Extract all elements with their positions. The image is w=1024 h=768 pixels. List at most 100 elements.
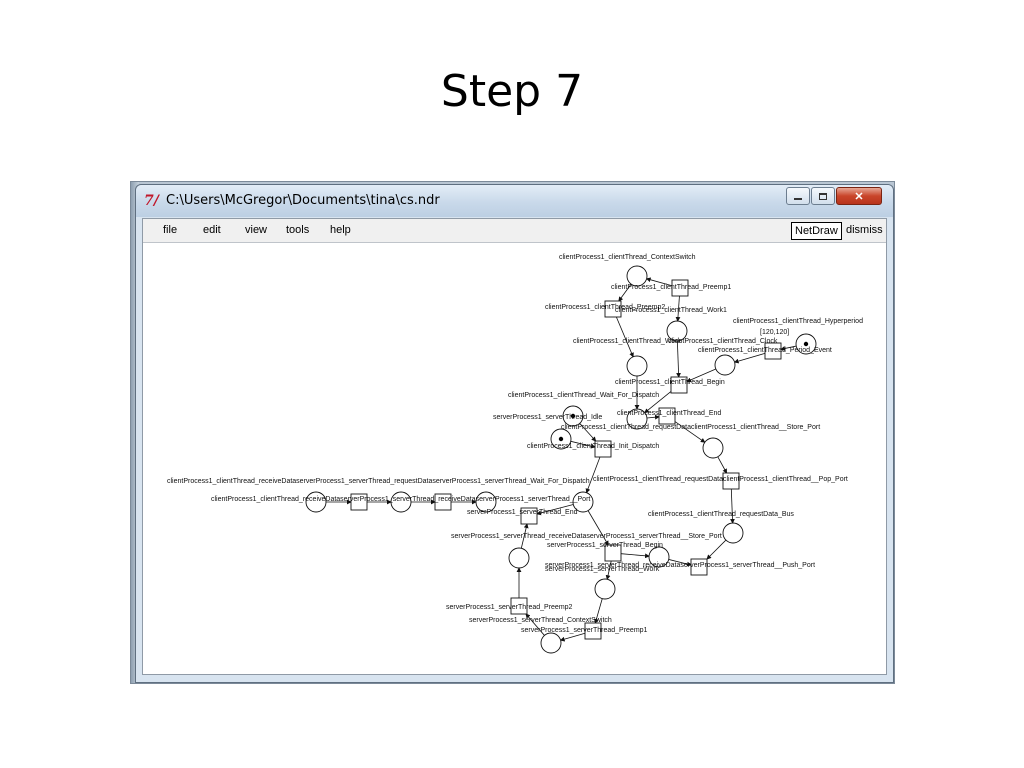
net-place[interactable] <box>572 491 594 513</box>
net-label: clientProcess1_clientThread_ContextSwitc… <box>559 254 696 261</box>
net-transition[interactable] <box>658 407 676 425</box>
place-token <box>570 413 576 419</box>
net-arc <box>780 345 797 351</box>
net-arc <box>733 352 766 364</box>
menubar: file edit view tools help NetDraw dismis… <box>143 219 886 243</box>
net-arc <box>675 295 681 322</box>
net-arc <box>536 504 574 516</box>
net-label: serverProcess1_serverThread_receiveDatas… <box>451 533 722 540</box>
net-arc <box>615 316 634 358</box>
close-icon: ✕ <box>854 190 864 203</box>
net-canvas[interactable]: clientProcess1_clientThread_ContextSwitc… <box>143 243 886 674</box>
menu-edit[interactable]: edit <box>203 224 221 236</box>
net-arc <box>644 391 672 414</box>
net-transition[interactable] <box>690 558 708 576</box>
net-arc <box>717 456 728 474</box>
net-arc <box>620 553 650 559</box>
net-arc <box>618 283 632 302</box>
minimize-button[interactable] <box>786 187 810 205</box>
net-transition[interactable] <box>604 300 622 318</box>
net-place[interactable] <box>702 437 724 459</box>
net-label: clientProcess1_clientThread_receiveDatas… <box>211 496 590 503</box>
net-label: clientProcess1_clientThread_Preemp2 <box>545 304 665 311</box>
minimize-icon <box>794 197 802 200</box>
net-place[interactable] <box>508 547 530 569</box>
net-transition[interactable] <box>434 493 452 511</box>
net-label: serverProcess1_serverThread_Idle <box>493 414 602 421</box>
net-arc <box>587 510 609 546</box>
net-place[interactable] <box>305 491 327 513</box>
net-place[interactable] <box>722 522 744 544</box>
net-arc <box>646 414 660 420</box>
net-transition[interactable] <box>510 597 528 615</box>
screenshot-frame: 7/ C:\Users\McGregor\Documents\tina\cs.n… <box>130 181 895 684</box>
menu-help[interactable]: help <box>330 224 351 236</box>
net-place[interactable] <box>540 632 562 654</box>
net-place[interactable] <box>626 265 648 287</box>
net-label: serverProcess1_serverThread_receiveDatas… <box>545 562 815 569</box>
net-arc <box>559 632 586 642</box>
net-label: clientProcess1_clientThread_End <box>617 410 721 417</box>
net-label: [120,120] <box>760 329 789 336</box>
net-arc <box>525 613 545 636</box>
net-transition[interactable] <box>604 544 622 562</box>
close-button[interactable]: ✕ <box>836 187 882 205</box>
net-label: clientProcess1_clientThread_Preemp1 <box>611 284 731 291</box>
slide-title: Step 7 <box>440 66 584 117</box>
place-token <box>803 341 809 347</box>
window-title: C:\Users\McGregor\Documents\tina\cs.ndr <box>166 193 440 208</box>
net-arc <box>706 539 727 560</box>
net-label: serverProcess1_serverThread_End <box>467 509 578 516</box>
net-place[interactable] <box>626 408 648 430</box>
window-client: file edit view tools help NetDraw dismis… <box>142 218 887 675</box>
net-label: serverProcess1_serverThread_Begin <box>547 542 663 549</box>
net-arc <box>605 560 612 581</box>
dismiss-button[interactable]: dismiss <box>846 224 883 236</box>
net-label: serverProcess1_serverThread_Preemp2 <box>446 604 573 611</box>
net-label: clientProcess1_clientThread_Period_Event <box>698 347 832 354</box>
net-arc <box>686 368 716 383</box>
net-place[interactable] <box>666 320 688 342</box>
menu-file[interactable]: file <box>163 224 178 236</box>
net-label: clientProcess1_clientThread_Begin <box>615 379 725 386</box>
net-label: serverProcess1_serverThread_Preemp1 <box>521 627 648 634</box>
net-transition[interactable] <box>671 279 689 297</box>
net-label: clientProcess1_clientThread_Wait_For_Dis… <box>508 392 659 399</box>
net-transition[interactable] <box>584 622 602 640</box>
net-arc <box>520 523 529 549</box>
net-label: clientProcess1_clientThread_Work1 <box>615 307 727 314</box>
net-label: clientProcess1_clientThread_requestDatac… <box>593 476 848 483</box>
net-transition[interactable] <box>670 376 688 394</box>
net-transition[interactable] <box>520 507 538 525</box>
net-place[interactable] <box>648 546 670 568</box>
net-transition[interactable] <box>350 493 368 511</box>
net-label: clientProcess1_clientThread_Init_Dispatc… <box>527 443 659 450</box>
petri-net-diagram: clientProcess1_clientThread_ContextSwitc… <box>167 254 863 654</box>
net-arc <box>645 277 673 287</box>
net-label: clientProcess1_clientThread_Hyperperiod <box>733 318 863 325</box>
net-place[interactable] <box>626 355 648 377</box>
menu-tools[interactable]: tools <box>286 224 310 236</box>
net-label: clientProcess1_clientThread_Work <box>573 338 682 345</box>
place-token <box>558 436 564 442</box>
net-label: clientProcess1_clientThread_requestDatac… <box>561 424 820 431</box>
net-arc <box>730 488 735 524</box>
net-label: serverProcess1_serverThread_Work <box>545 566 660 573</box>
net-place[interactable] <box>714 354 736 376</box>
tina-window: 7/ C:\Users\McGregor\Documents\tina\cs.n… <box>135 184 894 683</box>
net-label: serverProcess1_serverThread_ContextSwitc… <box>469 617 612 624</box>
net-place[interactable] <box>390 491 412 513</box>
window-titlebar[interactable]: 7/ C:\Users\McGregor\Documents\tina\cs.n… <box>136 185 893 217</box>
netdraw-button[interactable]: NetDraw <box>791 222 842 240</box>
net-arc <box>676 340 681 378</box>
tk-feather-icon: 7/ <box>144 193 159 209</box>
net-transition[interactable] <box>764 342 782 360</box>
net-place[interactable] <box>475 491 497 513</box>
maximize-button[interactable] <box>811 187 835 205</box>
net-place[interactable] <box>594 578 616 600</box>
net-label: clientProcess1_clientThread_Clock <box>668 338 778 345</box>
net-transition[interactable] <box>594 440 612 458</box>
menu-view[interactable]: view <box>245 224 268 236</box>
net-transition[interactable] <box>722 472 740 490</box>
net-arc <box>668 559 692 567</box>
